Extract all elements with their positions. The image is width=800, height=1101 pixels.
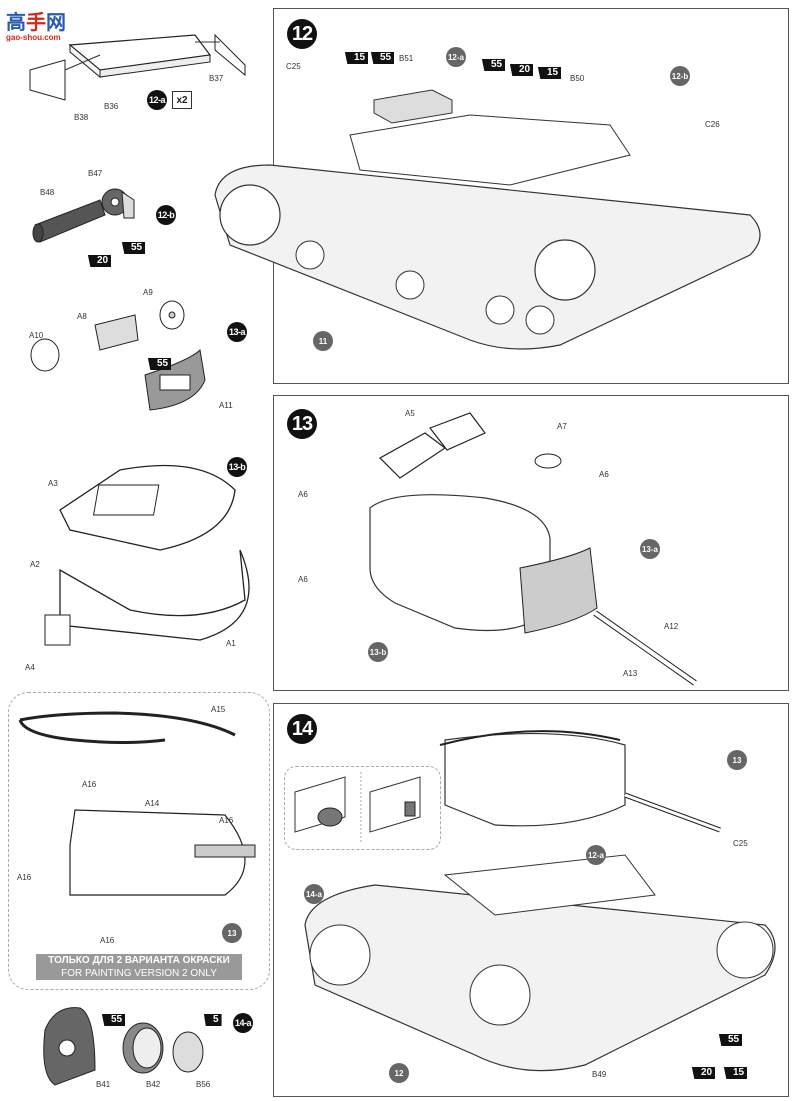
part-label-c25: C25 bbox=[733, 839, 748, 848]
assembly-ref-13: 13 bbox=[727, 750, 747, 770]
step-number-12: 12 bbox=[287, 19, 317, 49]
part-label-a6: A6 bbox=[599, 470, 609, 479]
banner-text-en: FOR PAINTING VERSION 2 ONLY bbox=[61, 968, 217, 979]
subassembly-ref-12b: 12-b bbox=[670, 66, 690, 86]
part-label-c25: C25 bbox=[286, 62, 301, 71]
paint-code: 20 bbox=[692, 1067, 716, 1079]
watermark-url: gao-shou.com bbox=[6, 33, 61, 42]
part-label-b42: B42 bbox=[146, 1080, 161, 1089]
watermark-char-2: 手 bbox=[26, 12, 46, 34]
watermark-char-1: 高 bbox=[6, 12, 26, 34]
paint-code: 15 bbox=[538, 67, 562, 79]
part-label-a8: A8 bbox=[77, 312, 87, 321]
part-label-b48: B48 bbox=[40, 188, 55, 197]
part-label-a16: A16 bbox=[17, 873, 32, 882]
assembly-ref-12: 12 bbox=[389, 1063, 409, 1083]
part-label-a15: A15 bbox=[211, 705, 226, 714]
part-label-a9: A9 bbox=[143, 288, 153, 297]
part-label-b36: B36 bbox=[104, 102, 119, 111]
subassembly-ref-13a: 13-a bbox=[640, 539, 660, 559]
part-label-a3: A3 bbox=[48, 479, 58, 488]
subassembly-badge-13a: 13-a bbox=[227, 322, 247, 342]
paint-code: 55 bbox=[102, 1014, 126, 1026]
turret-shell-illustration bbox=[44, 464, 250, 646]
part-label-a6: A6 bbox=[298, 490, 308, 499]
step-number-14: 14 bbox=[287, 714, 317, 744]
turret-illustration-step13 bbox=[369, 412, 697, 686]
watermark-char-3: 网 bbox=[46, 12, 66, 34]
battery-box-illustration bbox=[29, 33, 246, 101]
assembly-ref-11: 11 bbox=[313, 331, 333, 351]
part-label-b47: B47 bbox=[88, 169, 103, 178]
part-label-a14: A14 bbox=[145, 799, 160, 808]
tank-illustration-step14 bbox=[304, 730, 776, 1072]
subassembly-badge-12b: 12-b bbox=[156, 205, 176, 225]
part-label-a7: A7 bbox=[557, 422, 567, 431]
part-label-b38: B38 bbox=[74, 113, 89, 122]
assembly-ref-badge-13: 13 bbox=[222, 923, 242, 943]
battery-box-part-12 bbox=[373, 89, 453, 124]
part-label-b56: B56 bbox=[196, 1080, 211, 1089]
banner-text-ru: ТОЛЬКО ДЛЯ 2 ВАРИАНТА ОКРАСКИ bbox=[48, 955, 230, 966]
painting-version-banner: ТОЛЬКО ДЛЯ 2 ВАРИАНТА ОКРАСКИ FOR PAINTI… bbox=[36, 954, 242, 980]
periscope-illustration bbox=[32, 188, 135, 243]
paint-code: 55 bbox=[719, 1034, 743, 1046]
subassembly-ref-12a: 12-a bbox=[446, 47, 466, 67]
subassembly-badge-13b: 13-b bbox=[227, 457, 247, 477]
paint-code: 55 bbox=[148, 358, 172, 370]
part-label-b41: B41 bbox=[96, 1080, 111, 1089]
gun-mantlet-illustration bbox=[30, 300, 206, 411]
part-label-a16: A16 bbox=[219, 816, 234, 825]
turret-handrail-illustration bbox=[18, 711, 256, 896]
part-label-a10: A10 bbox=[29, 331, 44, 340]
subassembly-ref-14a: 14-a bbox=[304, 884, 324, 904]
part-label-a16: A16 bbox=[82, 780, 97, 789]
part-label-b37: B37 bbox=[209, 74, 224, 83]
part-label-a11: A11 bbox=[219, 401, 233, 410]
part-label-b51: B51 bbox=[399, 54, 414, 63]
part-label-c26: C26 bbox=[705, 120, 720, 129]
inset-detail-illustration bbox=[294, 772, 421, 844]
subassembly-badge-14a: 14-a bbox=[233, 1013, 253, 1033]
headlight-illustration bbox=[43, 1007, 204, 1086]
subassembly-ref-12a: 12-a bbox=[586, 845, 606, 865]
step-number-13: 13 bbox=[287, 409, 317, 439]
paint-code: 55 bbox=[482, 59, 506, 71]
part-label-a5: A5 bbox=[405, 409, 415, 418]
part-label-a16: A16 bbox=[100, 936, 115, 945]
paint-code: 20 bbox=[510, 64, 534, 76]
paint-code: 55 bbox=[122, 242, 146, 254]
subassembly-ref-13b: 13-b bbox=[368, 642, 388, 662]
paint-code: 20 bbox=[88, 255, 112, 267]
painting-version-2-box bbox=[8, 692, 270, 990]
tank-hull-illustration-step12 bbox=[214, 114, 761, 350]
paint-code: 15 bbox=[724, 1067, 748, 1079]
subassembly-badge-12a: 12-a bbox=[147, 90, 167, 110]
quantity-multiplier: x2 bbox=[172, 91, 192, 109]
part-label-a2: A2 bbox=[30, 560, 40, 569]
part-label-b50: B50 bbox=[570, 74, 585, 83]
paint-code: 5 bbox=[204, 1014, 222, 1026]
paint-code: 15 bbox=[345, 52, 369, 64]
part-label-a6: A6 bbox=[298, 575, 308, 584]
part-label-a12: A12 bbox=[664, 622, 679, 631]
part-label-a4: A4 bbox=[25, 663, 35, 672]
watermark-logo: 高手网 gao-shou.com bbox=[6, 6, 66, 42]
part-label-a1: A1 bbox=[226, 639, 236, 648]
part-label-a13: A13 bbox=[623, 669, 638, 678]
paint-code: 55 bbox=[371, 52, 395, 64]
headlight-position-inset bbox=[284, 766, 441, 850]
part-label-b49: B49 bbox=[592, 1070, 607, 1079]
